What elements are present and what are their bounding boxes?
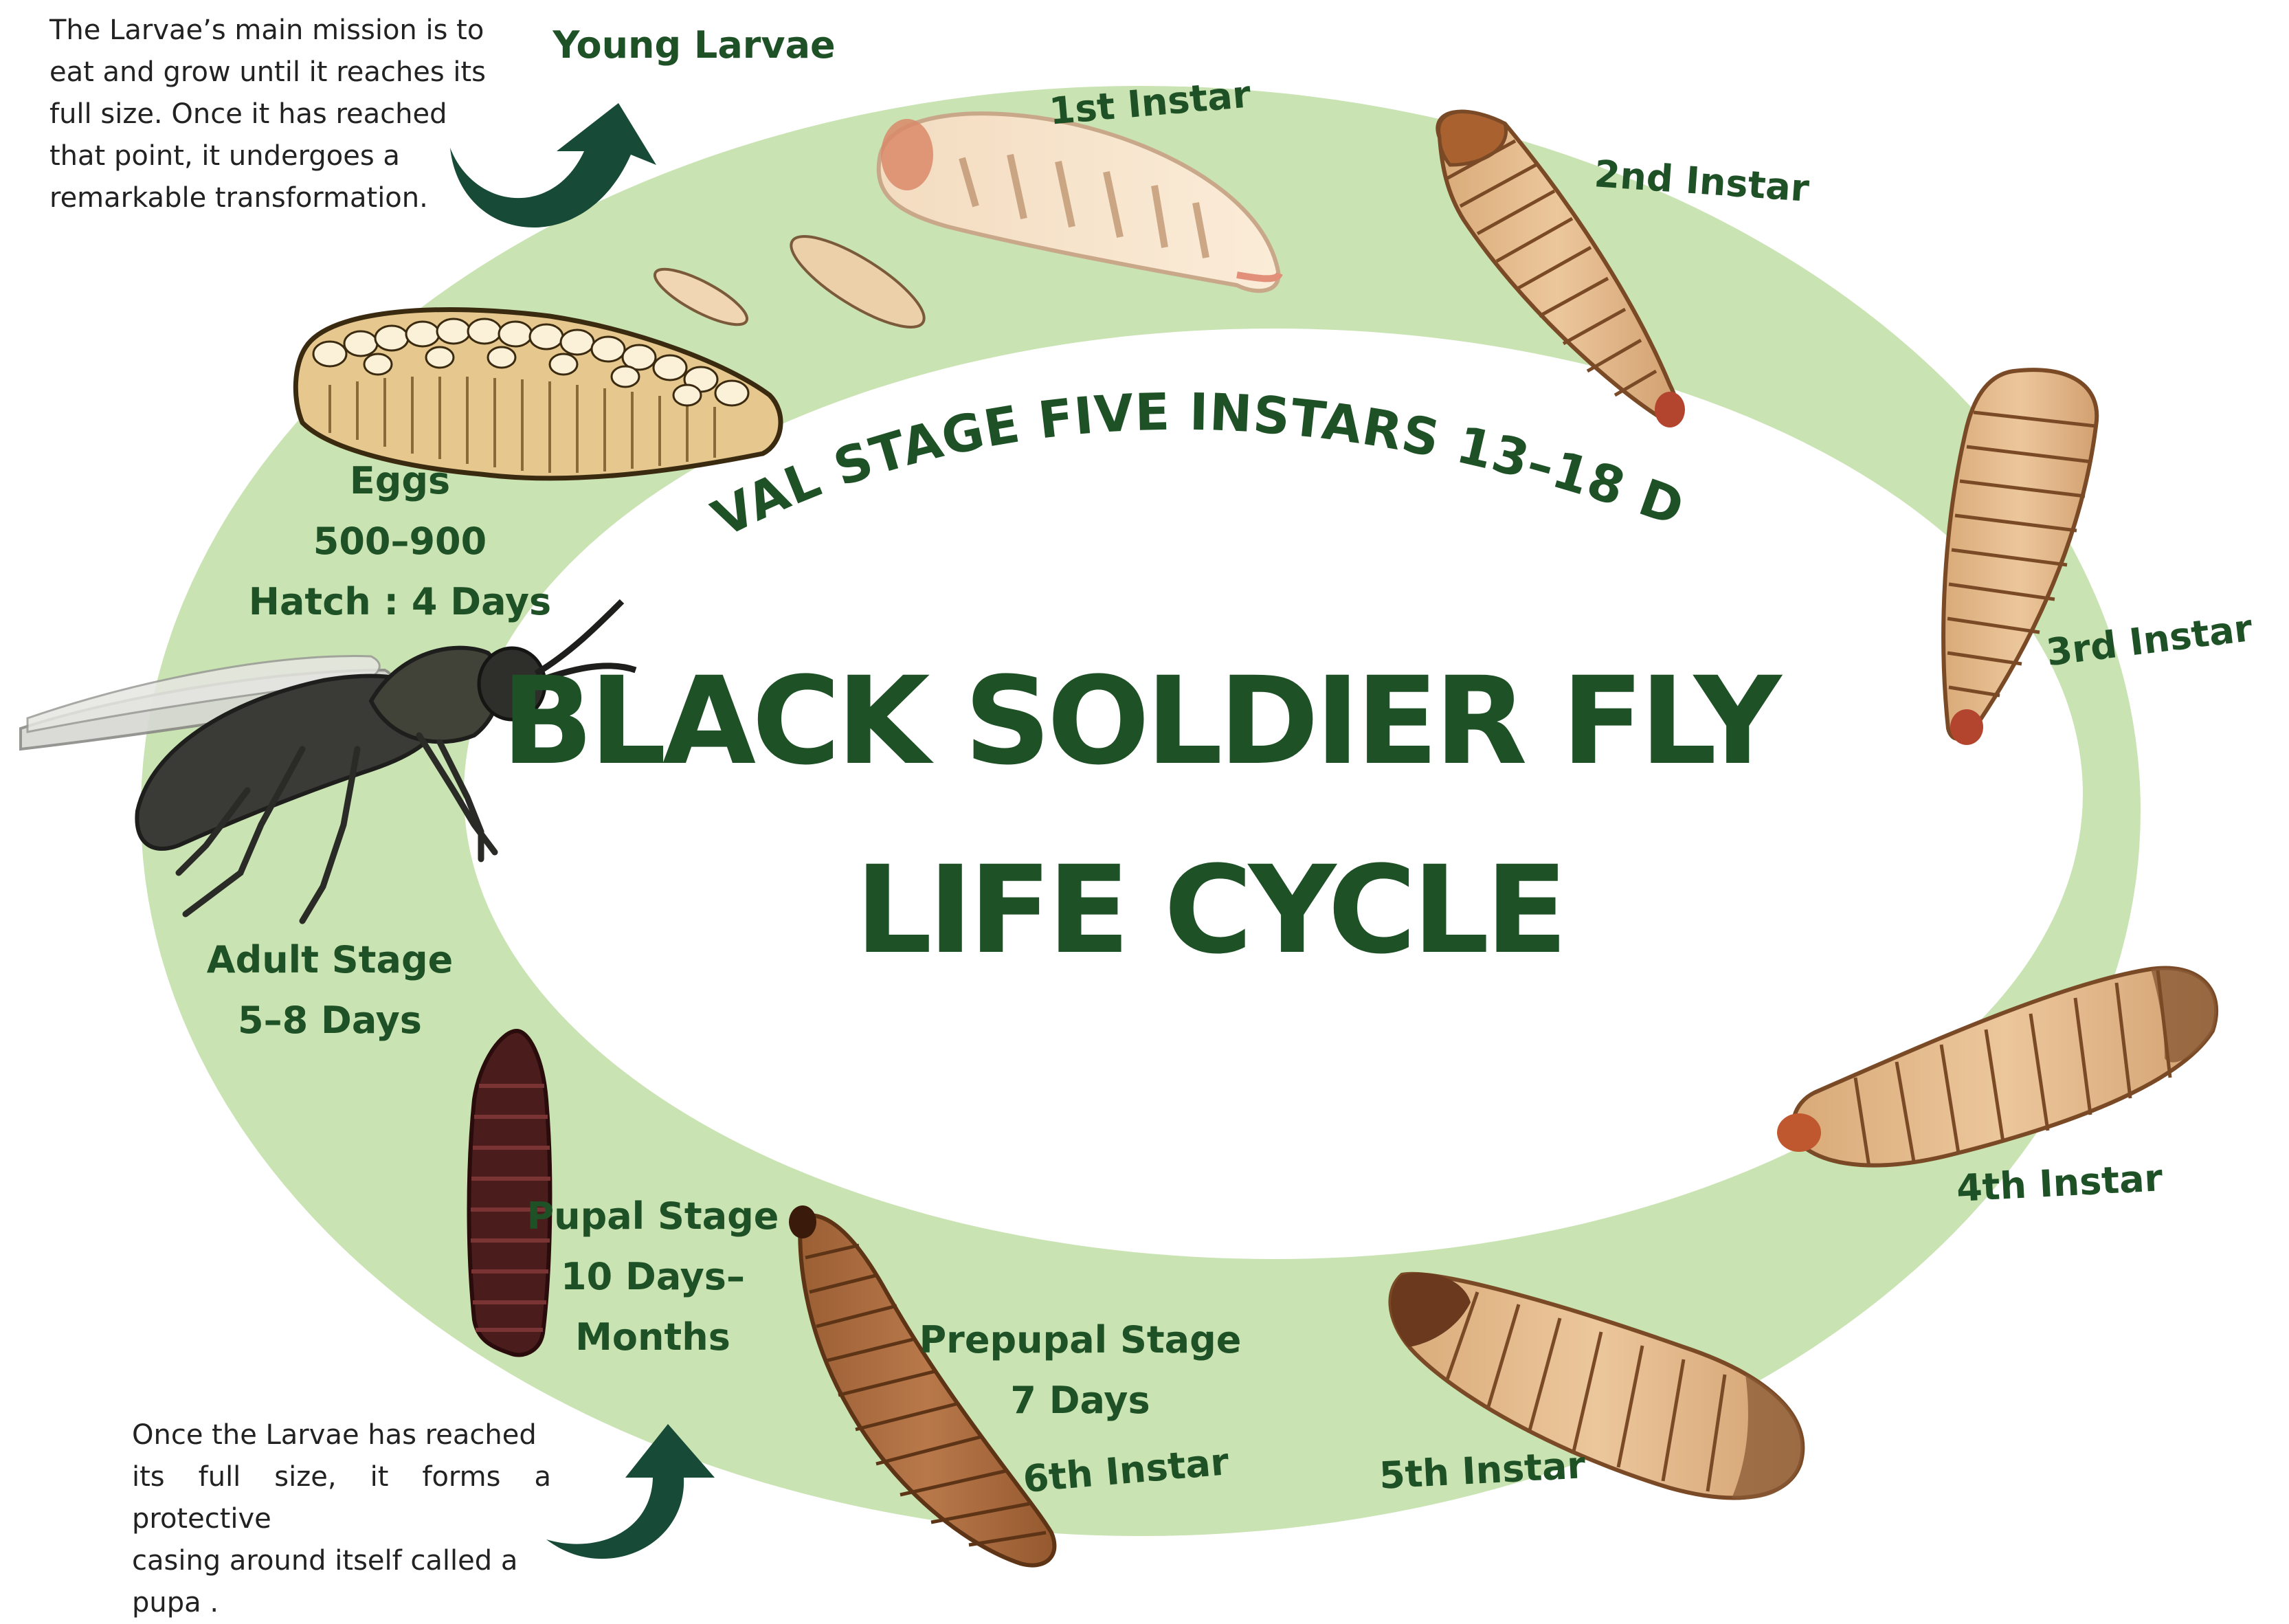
pupal-duration-1: 10 Days– [561, 1255, 745, 1298]
description-top-line: remarkable transformation. [49, 182, 428, 214]
pupal-title: Pupal Stage [527, 1194, 779, 1238]
larva-5th-instar-icon [1388, 1271, 1805, 1500]
description-bottom-line: pupa . [132, 1587, 219, 1619]
label-5th-instar: 5th Instar [1378, 1443, 1586, 1498]
description-top-line: The Larvae’s main mission is to [49, 14, 484, 46]
description-top-line: full size. Once it has reached [49, 98, 447, 130]
description-bottom-line: its full size, it forms a protective [132, 1461, 551, 1535]
young-larva-medium-icon [790, 235, 926, 329]
larva-4th-instar-icon [1777, 966, 2218, 1168]
title-line-1: BLACK SOLDIER FLY [502, 651, 1783, 792]
description-top: The Larvae’s main mission is to eat and … [49, 10, 489, 219]
label-eggs: Eggs 500–900 Hatch : 4 Days [249, 459, 551, 623]
eggs-title: Eggs [350, 459, 450, 502]
larva-3rd-instar-icon [1941, 368, 2099, 745]
description-bottom-line: Once the Larvae has reached [132, 1419, 537, 1451]
label-young-larvae: Young Larvae [552, 23, 835, 67]
eggs-count: 500–900 [313, 520, 487, 563]
description-top-line: that point, it undergoes a [49, 140, 400, 172]
adult-title: Adult Stage [207, 938, 453, 981]
description-bottom: Once the Larvae has reached its full siz… [132, 1414, 551, 1624]
label-prepupal-stage: Prepupal Stage 7 Days [919, 1318, 1242, 1422]
larva-2nd-instar-icon [1436, 109, 1685, 427]
adult-duration: 5–8 Days [238, 999, 422, 1042]
larva-1st-instar-icon [876, 111, 1283, 293]
pupal-duration-2: Months [575, 1315, 730, 1359]
label-pupal-stage: Pupal Stage 10 Days– Months [527, 1194, 779, 1359]
adult-fly-icon [19, 599, 637, 924]
title-line-2: LIFE CYCLE [855, 840, 1563, 981]
curved-arrow-bottom-icon [546, 1424, 715, 1559]
prepupal-title: Prepupal Stage [919, 1318, 1242, 1361]
label-4th-instar: 4th Instar [1955, 1156, 2163, 1210]
egg-cluster-icon [293, 307, 783, 481]
description-top-line: eat and grow until it reaches its [49, 56, 487, 88]
curved-arrow-up-icon [450, 103, 656, 228]
young-larva-small-icon [653, 267, 749, 326]
eggs-hatch: Hatch : 4 Days [249, 580, 551, 623]
label-adult-stage: Adult Stage 5–8 Days [207, 938, 453, 1042]
prepupal-duration: 7 Days [1010, 1379, 1150, 1422]
description-bottom-line: casing around itself called a [132, 1545, 518, 1577]
prepupa-6th-instar-icon [789, 1205, 1057, 1568]
pupa-icon [467, 1028, 552, 1357]
